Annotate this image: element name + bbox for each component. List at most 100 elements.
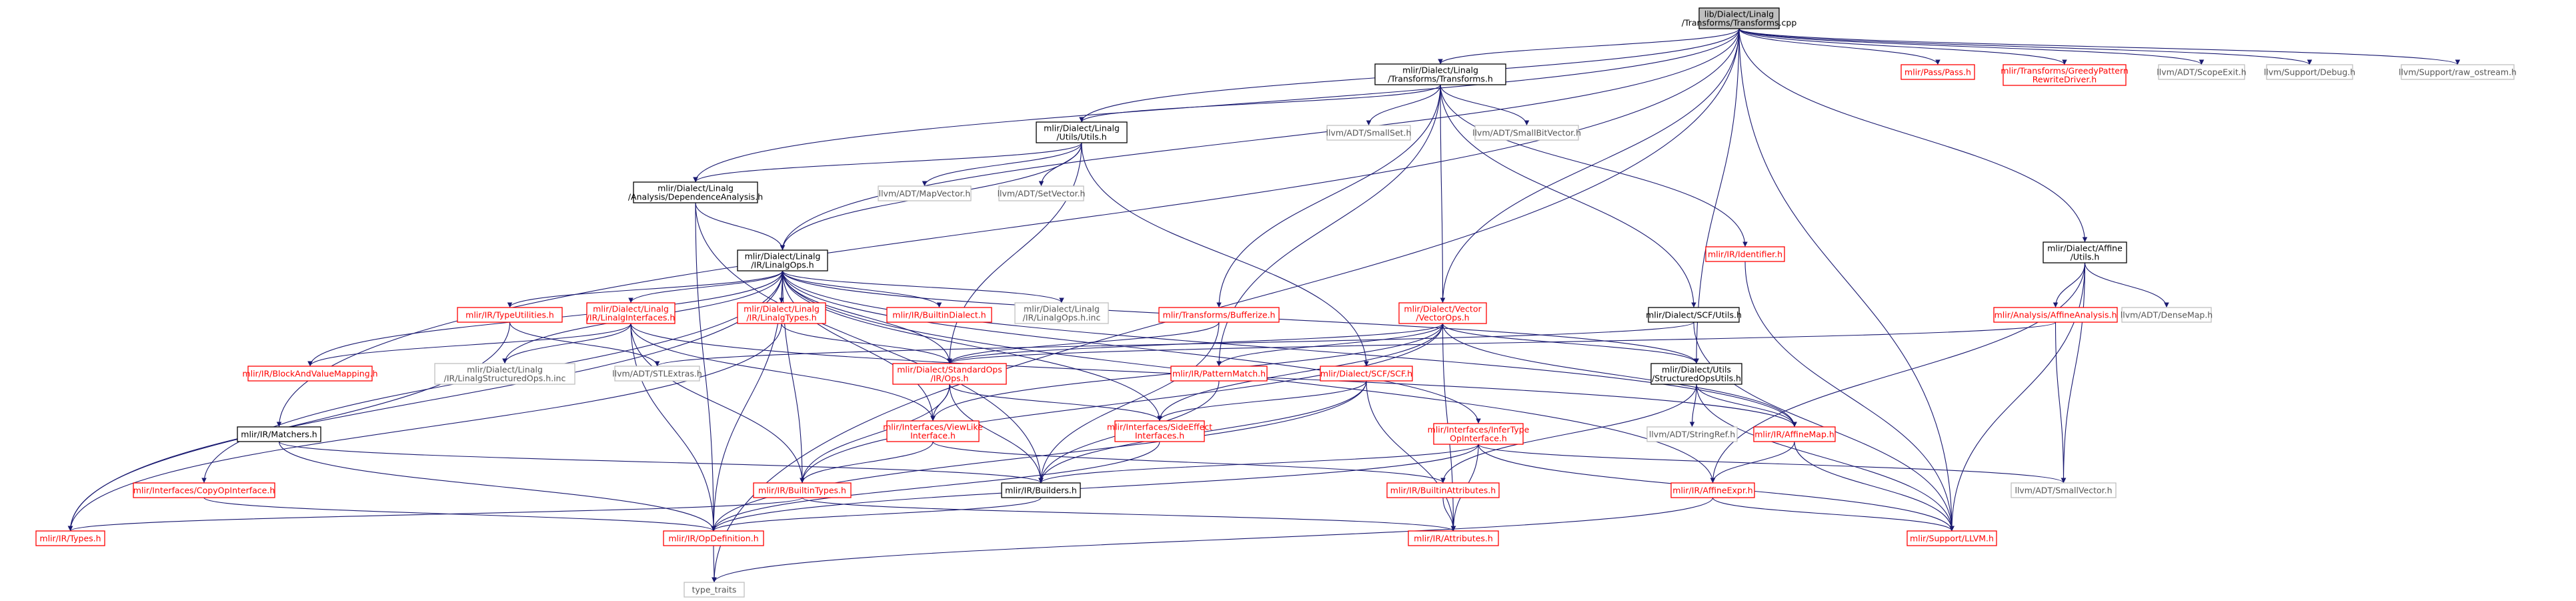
file-node-box <box>1474 125 1579 141</box>
file-node-label: mlir/Interfaces/ViewLike <box>883 422 983 432</box>
file-node-debug-h[interactable]: llvm/Support/Debug.h <box>2264 64 2355 80</box>
file-node-label: llvm/ADT/SetVector.h <box>998 189 1086 199</box>
file-node-affinemap-h[interactable]: mlir/IR/AffineMap.h <box>1753 426 1836 442</box>
file-node-label: /IR/LinalgInterfaces.h <box>587 313 676 323</box>
file-node-transforms-h[interactable]: mlir/Dialect/Linalg/Transforms/Transform… <box>1374 63 1506 85</box>
file-node-structuredops-h[interactable]: mlir/Dialect/Utils/StructuredOpsUtils.h <box>1650 363 1742 385</box>
edge-root-to-pass_h <box>1738 28 1941 65</box>
edge-utils_h-to-standardops_h <box>947 142 1082 364</box>
edge-root-to-scopeexit_h <box>1738 28 2205 65</box>
edge-structuredops_h-to-affinemap_h <box>1696 384 1797 428</box>
file-node-depanalysis-h[interactable]: mlir/Dialect/Linalg/Analysis/DependenceA… <box>628 181 763 203</box>
file-node-label: /IR/LinalgOps.h <box>751 260 814 270</box>
file-node-smallvector-h[interactable]: llvm/ADT/SmallVector.h <box>2011 482 2117 498</box>
file-node-identifier-h[interactable]: mlir/IR/Identifier.h <box>1705 246 1785 262</box>
file-node-smallset-h[interactable]: llvm/ADT/SmallSet.h <box>1326 125 1412 141</box>
edge-affineutils_h-to-smallvector_h <box>2061 262 2086 484</box>
edge-vectorops_h-to-sideeffect_h <box>1157 323 1444 422</box>
edge-identifier_h-to-llvm_h <box>1744 261 1955 532</box>
file-node-standardops-h[interactable]: mlir/Dialect/StandardOps/IR/Ops.h <box>892 363 1007 385</box>
file-node-typeutilities-h[interactable]: mlir/IR/TypeUtilities.h <box>457 307 563 323</box>
file-node-box <box>2011 482 2117 498</box>
file-node-box <box>1398 302 1487 324</box>
file-node-box <box>1386 482 1500 498</box>
file-node-blockandvalue-h[interactable]: mlir/IR/BlockAndValueMapping.h <box>242 366 378 382</box>
file-node-label: mlir/Dialect/SCF/Utils.h <box>1646 310 1742 320</box>
file-node-root[interactable]: lib/Dialect/Linalg/Transforms/Transforms… <box>1682 7 1797 29</box>
file-node-stringref-h[interactable]: llvm/ADT/StringRef.h <box>1646 426 1738 442</box>
file-node-builtinattrs-h[interactable]: mlir/IR/BuiltinAttributes.h <box>1386 482 1500 498</box>
file-node-box <box>434 363 575 385</box>
file-node-linalgops-inc[interactable]: mlir/Dialect/Linalg/IR/LinalgOps.h.inc <box>1014 302 1109 324</box>
edge-root-to-structuredops_h <box>1694 28 1740 364</box>
file-node-affineanalysis-h[interactable]: mlir/Analysis/AffineAnalysis.h <box>1993 307 2118 323</box>
file-node-label: mlir/Dialect/SCF/SCF.h <box>1320 369 1412 379</box>
file-node-copyop-h[interactable]: mlir/Interfaces/CopyOpInterface.h <box>133 482 275 498</box>
edge-root-to-type_traits <box>712 28 1740 583</box>
file-node-builtindialect-h[interactable]: mlir/IR/BuiltinDialect.h <box>886 307 992 323</box>
edge-layer <box>67 28 2461 583</box>
edge-transforms_h-to-smallbitvector_h <box>1440 84 1530 126</box>
edge-transforms_h-to-bufferize_h <box>1216 84 1441 308</box>
edge-root-to-debug_h <box>1738 28 2313 65</box>
file-node-label: type_traits <box>692 585 737 595</box>
file-node-label: mlir/Support/LLVM.h <box>1910 534 1994 544</box>
file-node-label: mlir/Dialect/Linalg <box>1402 65 1478 75</box>
file-node-scopeexit-h[interactable]: llvm/ADT/ScopeExit.h <box>2157 64 2247 80</box>
edge-affinemap_h-to-affineexpr_h <box>1710 441 1795 484</box>
file-node-label: mlir/Interfaces/CopyOpInterface.h <box>133 486 275 496</box>
file-node-ostream-h[interactable]: llvm/Support/raw_ostream.h <box>2399 64 2517 80</box>
file-node-vectorops-h[interactable]: mlir/Dialect/Vector/VectorOps.h <box>1398 302 1487 324</box>
file-node-greedy-h[interactable]: mlir/Transforms/GreedyPatternRewriteDriv… <box>2001 64 2129 86</box>
file-node-label: RewriteDriver.h <box>2033 75 2097 85</box>
edge-depanalysis_h-to-opdefinition_h <box>695 202 716 532</box>
file-node-label: mlir/Analysis/AffineAnalysis.h <box>1995 310 2117 320</box>
file-node-structuredops-inc[interactable]: mlir/Dialect/Linalg/IR/LinalgStructuredO… <box>434 363 575 385</box>
file-node-utils-h[interactable]: mlir/Dialect/Linalg/Utils/Utils.h <box>1036 121 1128 143</box>
file-node-linalgtypes-h[interactable]: mlir/Dialect/Linalg/IR/LinalgTypes.h <box>737 302 826 324</box>
file-node-linalginterfaces-h[interactable]: mlir/Dialect/Linalg/IR/LinalgInterfaces.… <box>586 302 676 324</box>
file-node-scfutils-h[interactable]: mlir/Dialect/SCF/Utils.h <box>1646 307 1742 323</box>
file-node-types-h[interactable]: mlir/IR/Types.h <box>35 530 105 546</box>
file-node-box <box>1753 426 1836 442</box>
edge-utils_h-to-mapvector_h <box>922 142 1082 187</box>
file-node-affineutils-h[interactable]: mlir/Dialect/Affine/Utils.h <box>2043 241 2127 263</box>
edge-builtintypes_h-to-types_h <box>67 497 803 532</box>
file-node-box <box>247 366 373 382</box>
file-node-opdefinition-h[interactable]: mlir/IR/OpDefinition.h <box>663 530 764 546</box>
file-node-patternmatch-h[interactable]: mlir/IR/PatternMatch.h <box>1170 366 1268 382</box>
file-node-builtintypes-h[interactable]: mlir/IR/BuiltinTypes.h <box>753 482 852 498</box>
file-node-label: llvm/Support/raw_ostream.h <box>2399 67 2517 77</box>
file-node-mapvector-h[interactable]: llvm/ADT/MapVector.h <box>878 185 972 201</box>
file-node-matchers-h[interactable]: mlir/IR/Matchers.h <box>237 426 321 442</box>
file-node-stlextras-h[interactable]: llvm/ADT/STLExtras.h <box>612 366 702 382</box>
file-node-affineexpr-h[interactable]: mlir/IR/AffineExpr.h <box>1670 482 1755 498</box>
file-node-box <box>878 185 972 201</box>
file-node-pass-h[interactable]: mlir/Pass/Pass.h <box>1900 64 1975 80</box>
file-node-scf-h[interactable]: mlir/Dialect/SCF/SCF.h <box>1320 366 1413 382</box>
file-node-box <box>1374 63 1506 85</box>
file-node-linalgops-h[interactable]: mlir/Dialect/Linalg/IR/LinalgOps.h <box>737 249 828 271</box>
edge-linalgtypes_h-to-standardops_h <box>781 323 952 364</box>
file-node-box <box>2158 64 2245 80</box>
file-node-builders-h[interactable]: mlir/IR/Builders.h <box>1001 482 1081 498</box>
file-node-setvector-h[interactable]: llvm/ADT/SetVector.h <box>998 185 1086 201</box>
file-node-smallbitvector-h[interactable]: llvm/ADT/SmallBitVector.h <box>1472 125 1581 141</box>
file-node-attributes-h[interactable]: mlir/IR/Attributes.h <box>1408 530 1499 546</box>
file-node-label: /Utils.h <box>2071 252 2100 262</box>
file-node-box <box>1158 307 1280 323</box>
file-node-llvm-h[interactable]: mlir/Support/LLVM.h <box>1906 530 1997 546</box>
edge-viewlike_h-to-builtinattrs_h <box>932 441 1446 484</box>
file-node-label: mlir/Dialect/Utils <box>1662 365 1731 375</box>
file-node-label: mlir/IR/BuiltinTypes.h <box>758 486 846 496</box>
file-node-bufferize-h[interactable]: mlir/Transforms/Bufferize.h <box>1158 307 1280 323</box>
file-node-densemap-h[interactable]: llvm/ADT/DenseMap.h <box>2121 307 2213 323</box>
file-node-box <box>886 307 992 323</box>
file-node-type-traits[interactable]: type_traits <box>684 582 745 598</box>
file-node-label: /IR/LinalgOps.h.inc <box>1023 313 1101 323</box>
file-node-box <box>663 530 764 546</box>
edge-linalginterfaces_h-to-blockandvalue_h <box>307 323 631 367</box>
